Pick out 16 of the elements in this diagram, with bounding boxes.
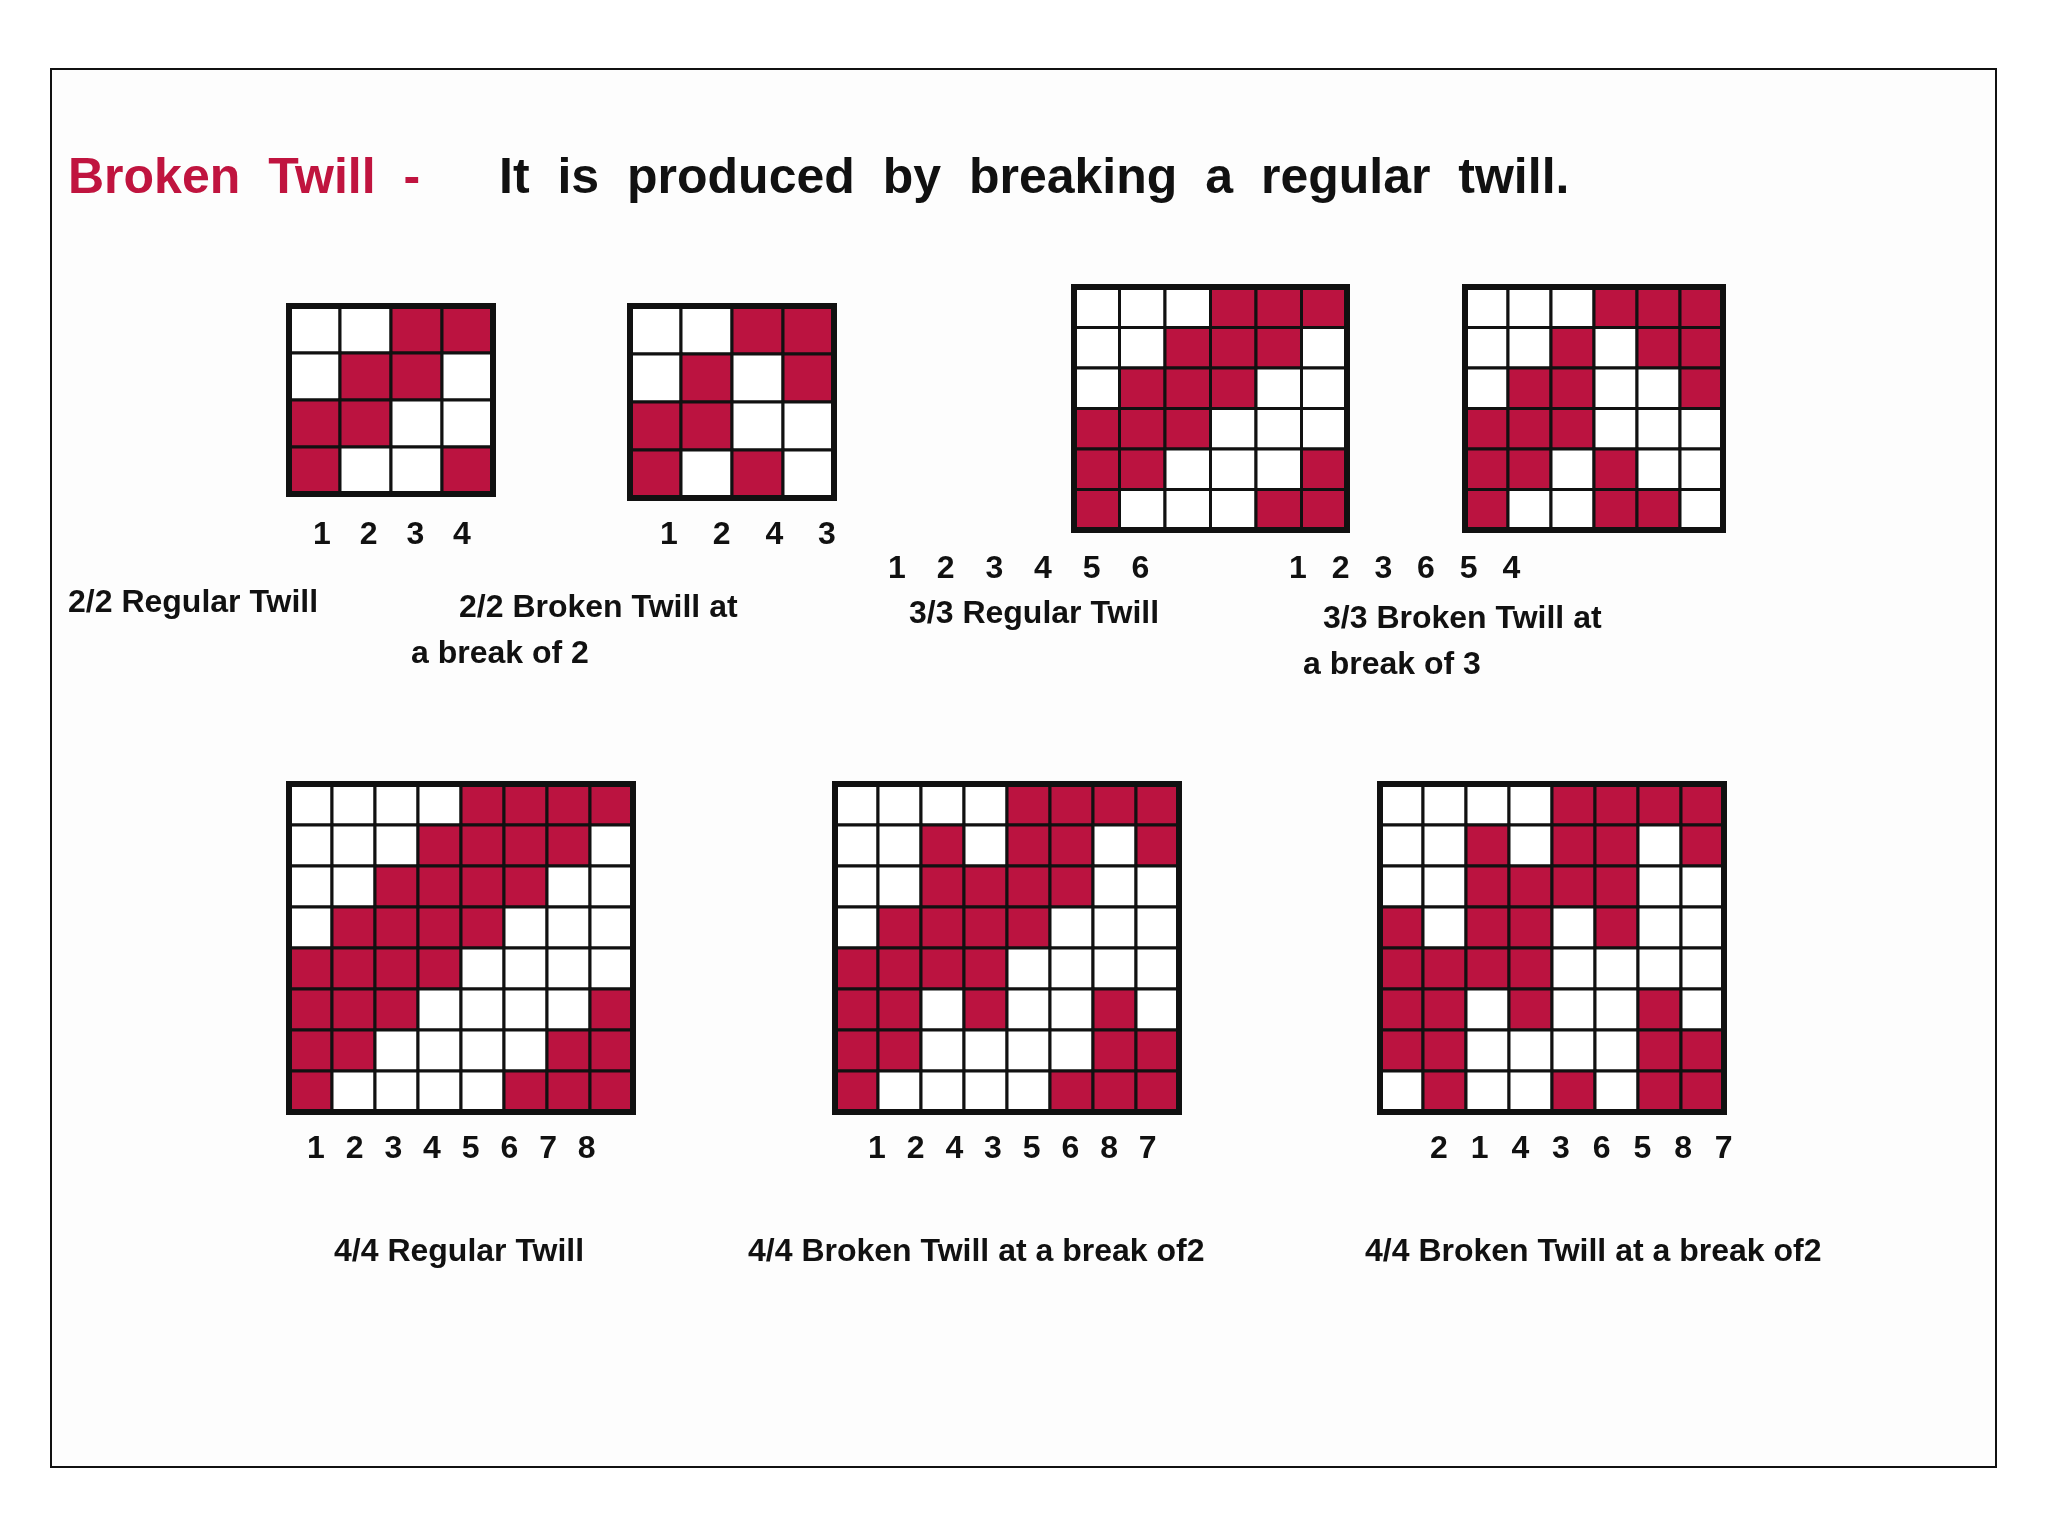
caption-text: 1 2 3 4: [313, 515, 471, 551]
title: Broken Twill -: [68, 147, 421, 206]
caption-text: 4/4 Regular Twill: [334, 1232, 585, 1268]
caption-text: 1 2 3 6 5 4: [1289, 549, 1521, 585]
subtitle: It is produced by breaking a regular twill.: [499, 147, 1570, 206]
caption-text: 3/3 Regular Twill: [909, 594, 1160, 630]
caption-text: 3/3 Broken Twill at a break of 3: [1303, 598, 1603, 683]
caption-text: 1 2 3 4 5 6 7 8: [307, 1129, 596, 1165]
caption-text: 1 2 4 3: [660, 515, 836, 551]
caption-text: 1 2 3 4 5 6: [888, 549, 1150, 585]
caption-text: 2 1 4 3 6 5 8 7: [1430, 1129, 1733, 1165]
caption-text: 2/2 Broken Twill at a break of 2: [411, 587, 739, 672]
caption-text: 2/2 Regular Twill: [68, 583, 319, 619]
caption-text: 4/4 Broken Twill at a break of2: [748, 1232, 1205, 1268]
caption-text: 4/4 Broken Twill at a break of2: [1365, 1232, 1822, 1268]
caption-text: 1 2 4 3 5 6 8 7: [868, 1129, 1157, 1165]
